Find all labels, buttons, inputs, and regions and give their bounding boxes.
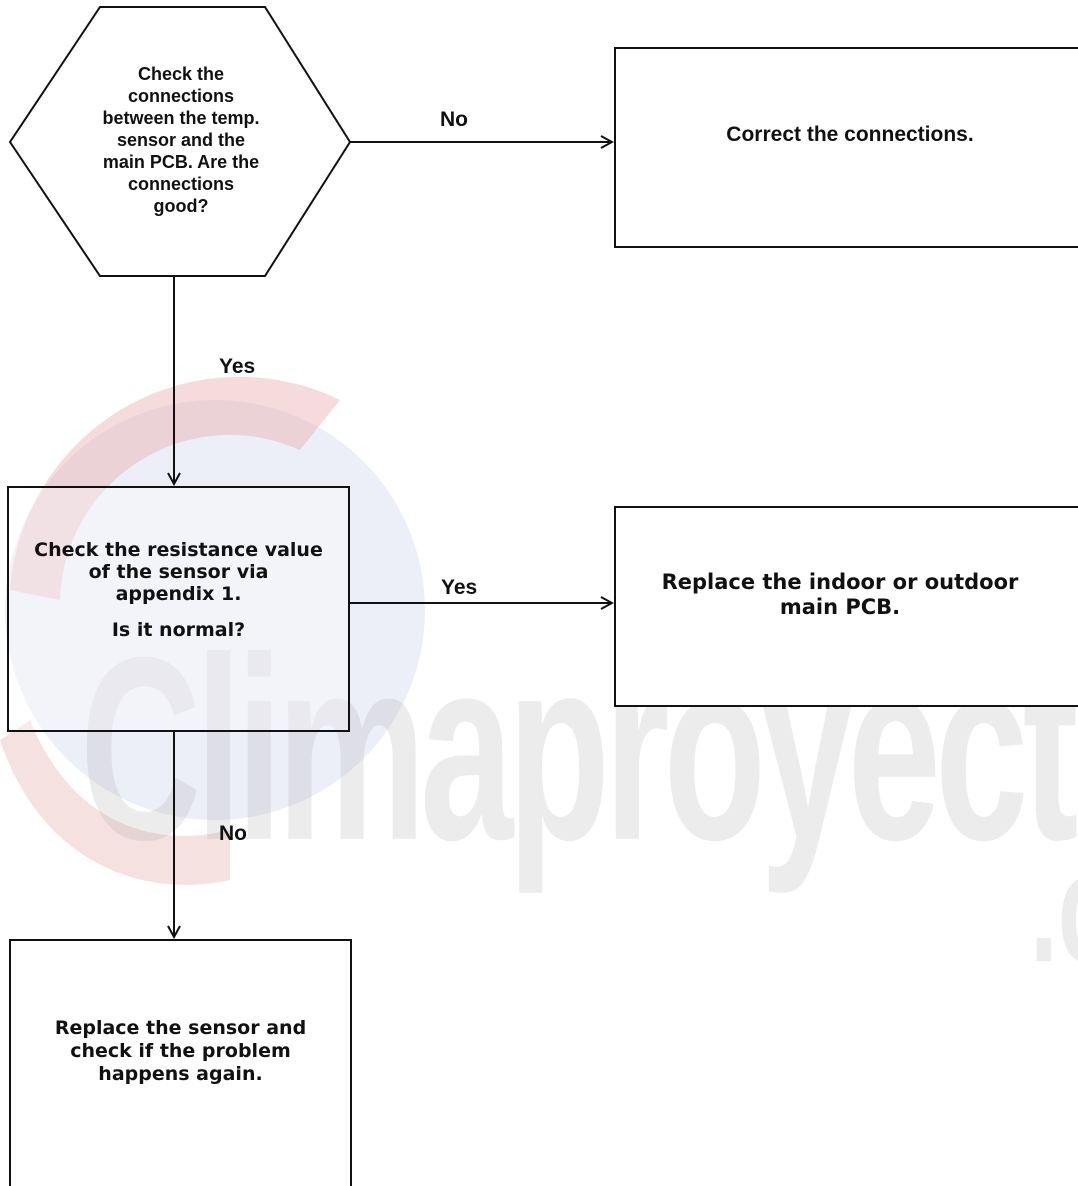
resistance-line: of the sensor via <box>88 561 269 583</box>
hex-line: sensor and the <box>116 130 246 150</box>
replace-sensor-line: check if the problem <box>70 1040 291 1062</box>
replace-pcb-text: Replace the indoor or outdoor main PCB. <box>615 570 1065 620</box>
hex-line: connections <box>127 174 234 194</box>
hex-line: main PCB. Are the <box>102 152 260 172</box>
replace-pcb-line: Replace the indoor or outdoor <box>661 570 1019 594</box>
hex-line: Check the <box>137 64 225 84</box>
hex-line: good? <box>153 196 209 216</box>
watermark-blue-circle <box>5 400 425 820</box>
replace-pcb-line: main PCB. <box>779 595 901 619</box>
replace-sensor-text: Replace the sensor and check if the prob… <box>10 1017 351 1086</box>
box-correct-connections <box>614 47 1078 248</box>
resistance-text: Check the resistance value of the sensor… <box>8 539 349 641</box>
replace-sensor-line: happens again. <box>98 1063 263 1085</box>
watermark-red-arc <box>10 376 340 600</box>
correct-text: Correct the connections. <box>726 123 974 146</box>
hex-line: connections <box>127 86 234 106</box>
watermark-suffix: .c <box>1030 821 1078 996</box>
edge-label-hex-yes: Yes <box>219 355 256 378</box>
resistance-question: Is it normal? <box>111 619 246 641</box>
watermark-red-swirl <box>0 720 230 885</box>
replace-sensor-line: Replace the sensor and <box>54 1017 307 1039</box>
decision-hexagon-connections <box>8 6 352 277</box>
box-replace-sensor <box>9 939 352 1186</box>
hex-text: Check the connections between the temp. … <box>60 63 302 217</box>
edge-label-res-no: No <box>219 822 247 845</box>
edge-label-res-yes: Yes <box>441 576 478 599</box>
edge-label-hex-no: No <box>440 108 468 131</box>
resistance-line: Check the resistance value <box>34 539 323 561</box>
box-check-resistance <box>7 486 350 732</box>
resistance-line: appendix 1. <box>115 583 242 605</box>
hex-line: between the temp. <box>102 108 260 128</box>
box-replace-pcb <box>614 506 1078 707</box>
